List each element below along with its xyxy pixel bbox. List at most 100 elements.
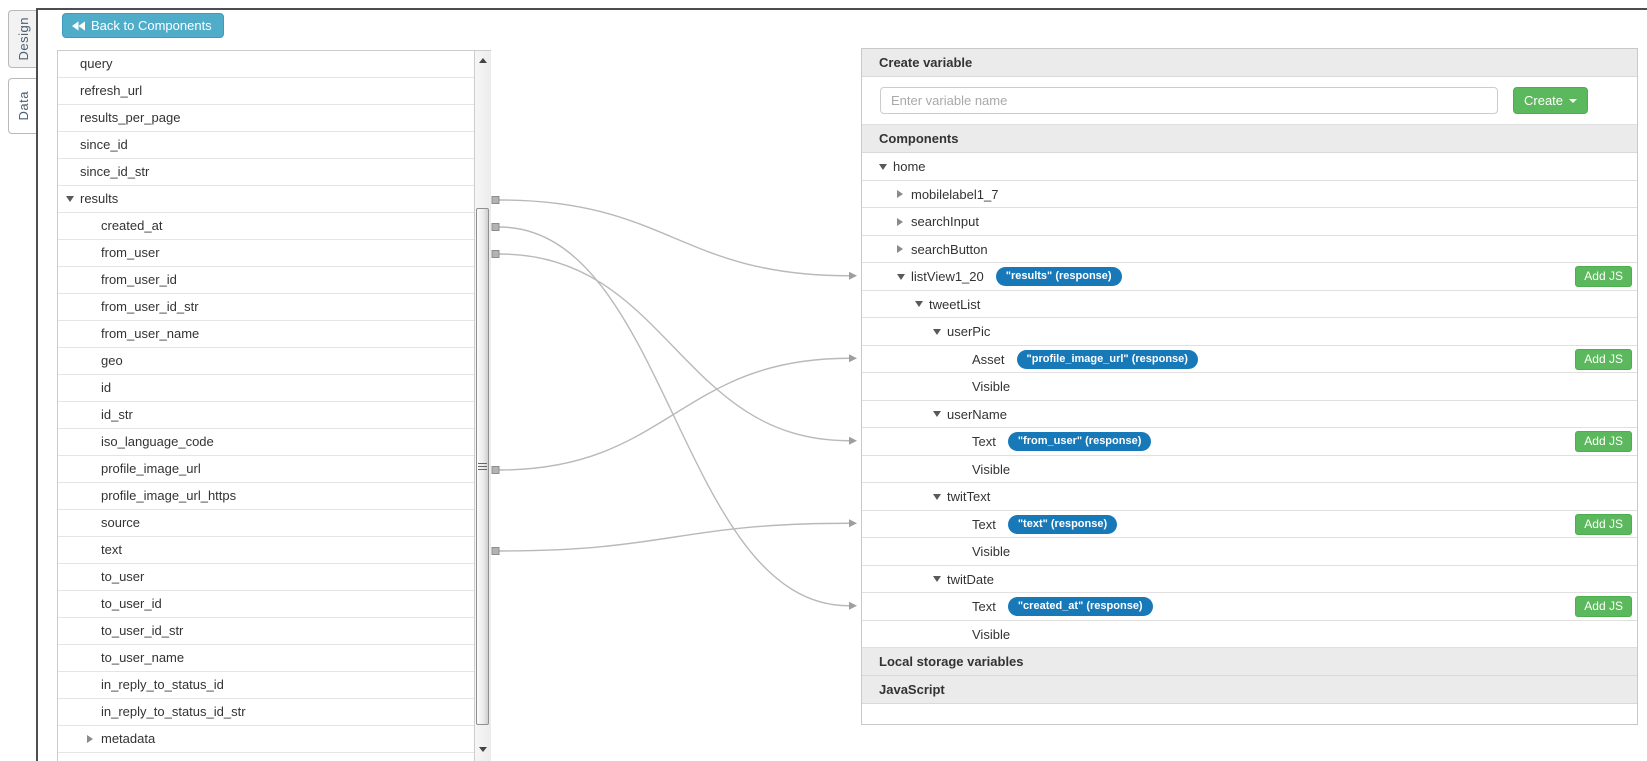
collapse-icon[interactable] xyxy=(933,318,947,345)
response-field-profile_image_url_https[interactable]: profile_image_url_https xyxy=(58,483,474,510)
collapse-icon[interactable] xyxy=(933,566,947,593)
component-node-searchbutton[interactable]: searchButton xyxy=(862,235,1637,263)
scrollbar-thumb[interactable] xyxy=(476,208,489,725)
response-field-geo[interactable]: geo xyxy=(58,348,474,375)
property-row-text[interactable]: Text "text" (response) Add JS xyxy=(862,510,1637,538)
property-row-asset[interactable]: Asset "profile_image_url" (response) Add J… xyxy=(862,345,1637,373)
mapping-badge[interactable]: "profile_image_url" (response) xyxy=(1016,349,1198,369)
field-label: metadata xyxy=(101,731,156,746)
response-field-in_reply_to_status_id[interactable]: in_reply_to_status_id xyxy=(58,672,474,699)
create-variable-button[interactable]: Create xyxy=(1513,87,1589,114)
response-field-iso_language_code[interactable]: iso_language_code xyxy=(58,429,474,456)
component-label: searchInput xyxy=(911,214,979,229)
response-field-from_user_name[interactable]: from_user_name xyxy=(58,321,474,348)
component-node-listview1_20[interactable]: listView1_20"results" (response)Add JS xyxy=(862,263,1637,291)
property-label: Visible xyxy=(972,461,1011,477)
back-to-components-button[interactable]: Back to Components xyxy=(62,13,224,38)
add-js-button[interactable]: Add JS xyxy=(1575,348,1632,370)
response-field-to_user_id_str[interactable]: to_user_id_str xyxy=(58,618,474,645)
expand-icon[interactable] xyxy=(87,726,101,752)
response-field-to_user_id[interactable]: to_user_id xyxy=(58,591,474,618)
tab-data[interactable]: Data xyxy=(8,78,37,134)
response-field-from_user_id[interactable]: from_user_id xyxy=(58,267,474,294)
response-field-results_per_page[interactable]: results_per_page xyxy=(58,105,474,132)
component-label: userPic xyxy=(947,324,991,339)
field-label: to_user_id_str xyxy=(101,623,184,638)
response-field-results[interactable]: results xyxy=(58,186,474,213)
response-field-id_str[interactable]: id_str xyxy=(58,402,474,429)
mapping-badge[interactable]: "from_user" (response) xyxy=(1007,432,1152,452)
component-label: twitText xyxy=(947,489,991,504)
field-label: in_reply_to_status_id xyxy=(101,677,224,692)
component-node-searchinput[interactable]: searchInput xyxy=(862,208,1637,236)
scroll-down-button[interactable] xyxy=(475,741,491,757)
create-variable-header[interactable]: Create variable xyxy=(862,49,1637,77)
javascript-header[interactable]: JavaScript xyxy=(862,676,1637,704)
response-field-source[interactable]: source xyxy=(58,510,474,537)
tab-design-label: Design xyxy=(15,17,31,61)
variable-name-input[interactable] xyxy=(880,87,1498,114)
property-label: Visible xyxy=(972,379,1011,394)
response-field-query[interactable]: query xyxy=(58,51,474,78)
add-js-button[interactable]: Add JS xyxy=(1575,596,1632,617)
collapse-icon[interactable] xyxy=(933,401,947,428)
add-js-button[interactable]: Add JS xyxy=(1575,266,1632,287)
collapse-icon[interactable] xyxy=(915,291,929,318)
component-node-home[interactable]: home xyxy=(862,153,1637,181)
field-label: results xyxy=(80,191,119,206)
property-label: Asset xyxy=(972,351,1005,367)
response-field-text[interactable]: text xyxy=(58,537,474,564)
property-label: Text xyxy=(972,516,996,532)
response-field-since_id[interactable]: since_id xyxy=(58,132,474,159)
mapping-badge[interactable]: "created_at" (response) xyxy=(1007,597,1153,617)
collapse-icon[interactable] xyxy=(933,483,947,510)
expand-icon[interactable] xyxy=(897,181,911,208)
field-label: to_user xyxy=(101,569,145,584)
component-label: home xyxy=(893,159,926,174)
field-label: id xyxy=(101,380,112,395)
add-js-button[interactable]: Add JS xyxy=(1575,431,1632,452)
components-header[interactable]: Components xyxy=(862,125,1637,153)
component-node-twitdate[interactable]: twitDate xyxy=(862,565,1637,593)
component-node-mobilelabel1_7[interactable]: mobilelabel1_7 xyxy=(862,180,1637,208)
response-field-to_user_name[interactable]: to_user_name xyxy=(58,645,474,672)
mapping-panel: Create variable Create Components home mo… xyxy=(861,48,1638,725)
field-label: from_user xyxy=(101,245,160,260)
collapse-icon[interactable] xyxy=(879,153,893,180)
component-node-tweetlist[interactable]: tweetList xyxy=(862,290,1637,318)
property-row-text[interactable]: Text"from_user" (response)Add JS xyxy=(862,428,1637,456)
property-row-text[interactable]: Text"created_at" (response)Add JS xyxy=(862,593,1637,621)
scroll-up-button[interactable] xyxy=(475,52,491,68)
response-field-to_user[interactable]: to_user xyxy=(58,564,474,591)
property-row-visible[interactable]: Visible xyxy=(862,373,1637,401)
collapse-icon[interactable] xyxy=(66,186,80,212)
component-node-username[interactable]: userName xyxy=(862,400,1637,428)
response-field-refresh_url[interactable]: refresh_url xyxy=(58,78,474,105)
property-row-visible[interactable]: Visible xyxy=(862,455,1637,483)
field-label: results_per_page xyxy=(80,110,181,125)
tab-design[interactable]: Design xyxy=(8,10,37,68)
component-node-userpic[interactable]: userPic xyxy=(862,318,1637,346)
response-field-id[interactable]: id xyxy=(58,375,474,402)
response-field-profile_image_url[interactable]: profile_image_url xyxy=(58,456,474,483)
expand-icon[interactable] xyxy=(897,208,911,235)
field-label: since_id xyxy=(80,137,128,152)
add-js-button[interactable]: Add JS xyxy=(1575,513,1632,535)
create-variable-row: Create xyxy=(862,77,1637,125)
tree-scrollbar[interactable] xyxy=(475,50,491,761)
local-storage-variables-header[interactable]: Local storage variables xyxy=(862,648,1637,676)
mapping-badge[interactable]: "results" (response) xyxy=(995,267,1122,287)
response-field-since_id_str[interactable]: since_id_str xyxy=(58,159,474,186)
response-field-in_reply_to_status_id_str[interactable]: in_reply_to_status_id_str xyxy=(58,699,474,726)
response-field-from_user_id_str[interactable]: from_user_id_str xyxy=(58,294,474,321)
mapping-badge[interactable]: "text" (response) xyxy=(1007,514,1118,534)
expand-icon[interactable] xyxy=(897,236,911,263)
property-row-visible[interactable]: Visible xyxy=(862,538,1637,566)
collapse-icon[interactable] xyxy=(897,263,911,290)
component-node-twittext[interactable]: twitText xyxy=(862,483,1637,511)
response-field-metadata[interactable]: metadata xyxy=(58,726,474,753)
response-field-created_at[interactable]: created_at xyxy=(58,213,474,240)
response-field-from_user[interactable]: from_user xyxy=(58,240,474,267)
property-row-visible[interactable]: Visible xyxy=(862,620,1637,648)
